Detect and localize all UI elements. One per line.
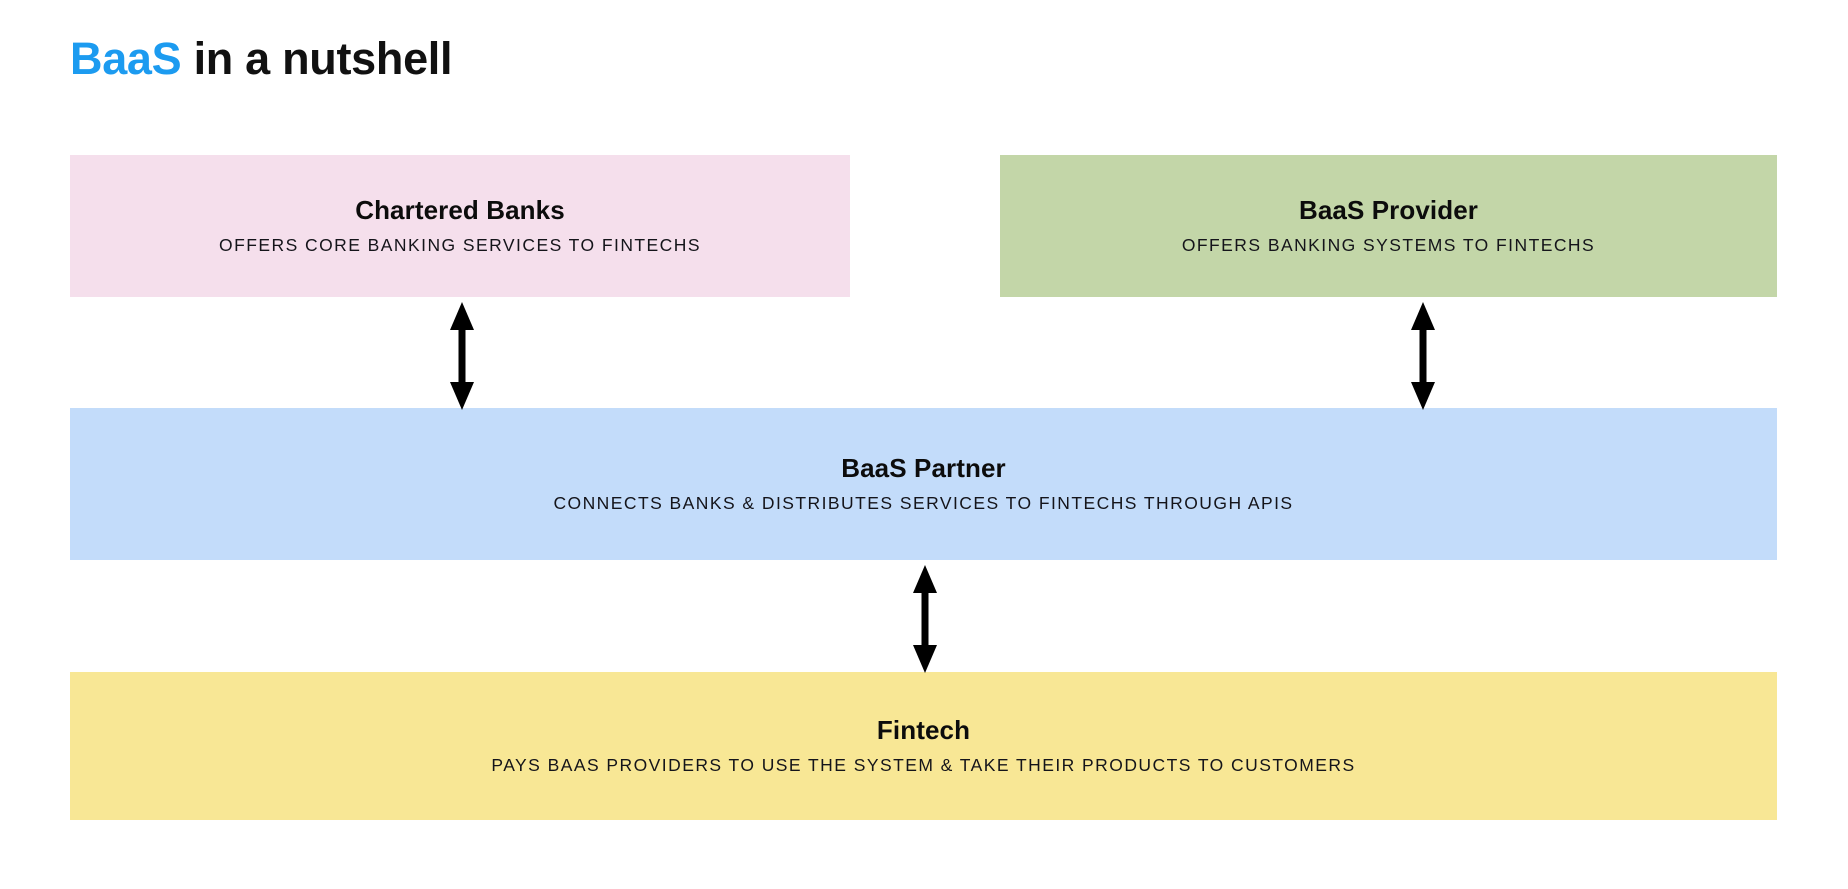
node-baas-partner-title: BaaS Partner: [841, 453, 1006, 484]
double-arrow-partner-fintech-icon: [913, 565, 937, 673]
node-baas-provider-title: BaaS Provider: [1298, 195, 1479, 226]
double-arrow-banks-partner-icon: [450, 302, 474, 410]
node-baas-provider-subtitle: OFFERS BANKING SYSTEMS TO FINTECHS: [1181, 234, 1596, 255]
node-chartered-banks-subtitle: OFFERS CORE BANKING SERVICES TO FINTECHS: [219, 234, 701, 255]
page-title-rest: in a nutshell: [181, 33, 453, 84]
node-baas-partner-subtitle: CONNECTS BANKS & DISTRIBUTES SERVICES TO…: [553, 492, 1294, 513]
node-chartered-banks[interactable]: Chartered Banks OFFERS CORE BANKING SERV…: [70, 155, 850, 297]
double-arrow-provider-partner-icon: [1411, 302, 1435, 410]
node-baas-provider[interactable]: BaaS Provider OFFERS BANKING SYSTEMS TO …: [1000, 155, 1777, 297]
node-baas-partner[interactable]: BaaS Partner CONNECTS BANKS & DISTRIBUTE…: [70, 408, 1777, 560]
node-fintech-title: Fintech: [876, 715, 971, 746]
page-title: BaaS in a nutshell: [70, 33, 453, 84]
node-fintech[interactable]: Fintech PAYS BAAS PROVIDERS TO USE THE S…: [70, 672, 1777, 820]
node-chartered-banks-title: Chartered Banks: [355, 195, 565, 226]
page-title-accent: BaaS: [70, 33, 182, 84]
node-fintech-subtitle: PAYS BAAS PROVIDERS TO USE THE SYSTEM & …: [491, 754, 1356, 775]
